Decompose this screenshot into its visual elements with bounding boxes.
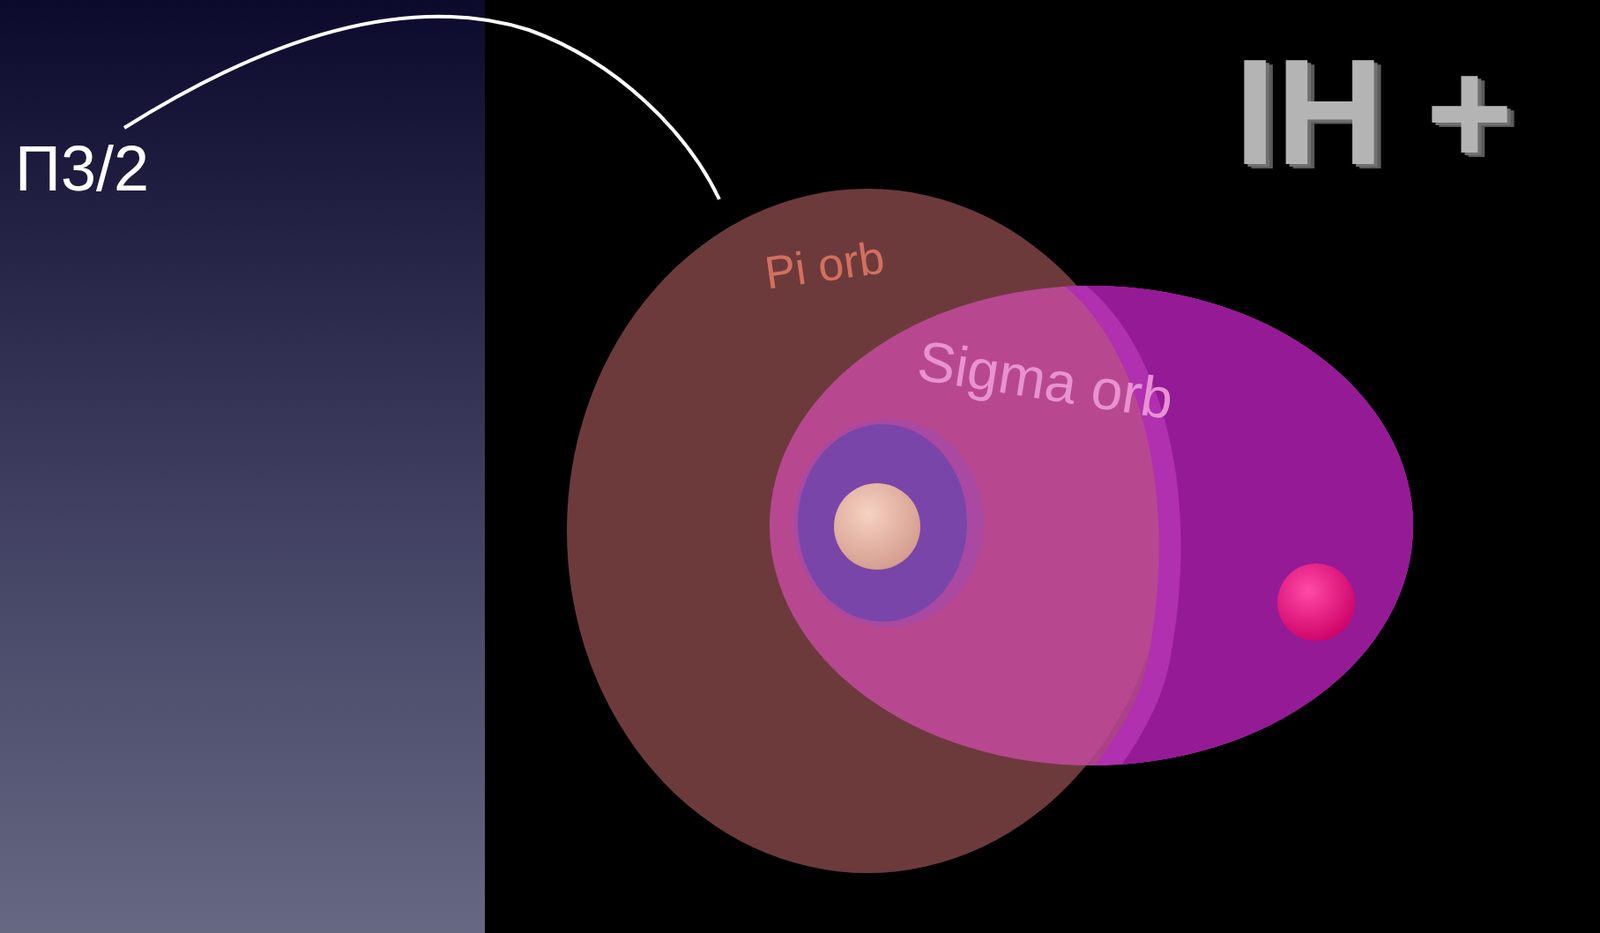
state-label: Π3/2 <box>14 133 149 204</box>
sigma-orbital: Sigma orb <box>769 285 1414 766</box>
hydrogen-nucleus <box>1277 563 1355 641</box>
sigma-orbital-shape <box>769 285 1414 766</box>
side-panel <box>0 0 485 933</box>
iodine-nucleus <box>833 483 921 570</box>
sigma-rim <box>1051 276 1440 789</box>
sigma-lobe <box>1051 276 1440 789</box>
leader-arc <box>124 16 720 200</box>
molecule-label: IH + <box>1234 29 1514 195</box>
sigma-outer-lobe <box>1073 276 1440 789</box>
inner-shell <box>793 418 984 627</box>
inner-orbital <box>797 424 968 622</box>
